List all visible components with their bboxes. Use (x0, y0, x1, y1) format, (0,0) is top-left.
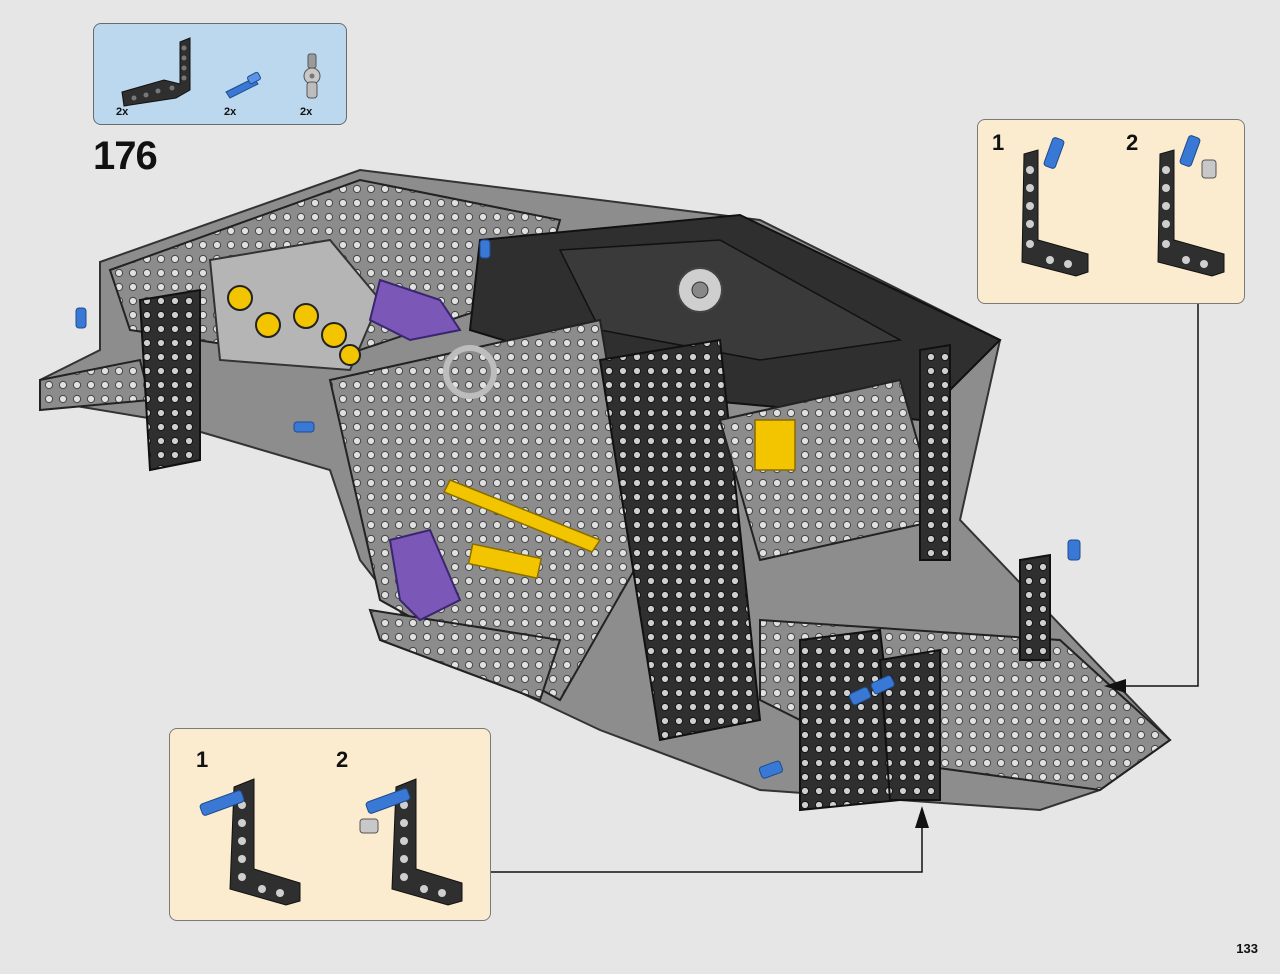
substep-number: 2 (1126, 130, 1139, 155)
accent-parts (388, 267, 796, 622)
l-beam-with-pin-icon (199, 778, 301, 906)
l-beam-with-pin-icon (1021, 137, 1089, 277)
page-number: 133 (1236, 941, 1258, 956)
parts-callout: 2x 2x 2x (93, 23, 347, 125)
blue-pins (75, 239, 1081, 779)
engine-block (208, 238, 462, 372)
substep-drawing (199, 778, 463, 906)
substep-drawing (1021, 135, 1225, 277)
l-beam-icon (121, 37, 191, 107)
substep-callout-left: 1 2 (169, 728, 491, 921)
blue-axle-pin-icon (225, 71, 261, 99)
substep-number: 1 (196, 747, 209, 772)
callout-connector-lines (490, 302, 1199, 873)
gray-axle-connector-icon (303, 53, 321, 99)
substep-number: 2 (336, 747, 349, 772)
substep-callout-right: 1 2 (977, 119, 1245, 304)
substep-number: 1 (992, 130, 1005, 155)
part-quantity: 2x (300, 106, 313, 118)
part-quantity: 2x (224, 106, 237, 118)
step-number: 176 (93, 134, 158, 178)
l-beam-with-pin-connector-icon (1157, 135, 1225, 277)
l-beam-with-pin-connector-icon (359, 778, 463, 906)
parts-callout-drawing (121, 37, 321, 107)
part-quantity: 2x (116, 106, 129, 118)
